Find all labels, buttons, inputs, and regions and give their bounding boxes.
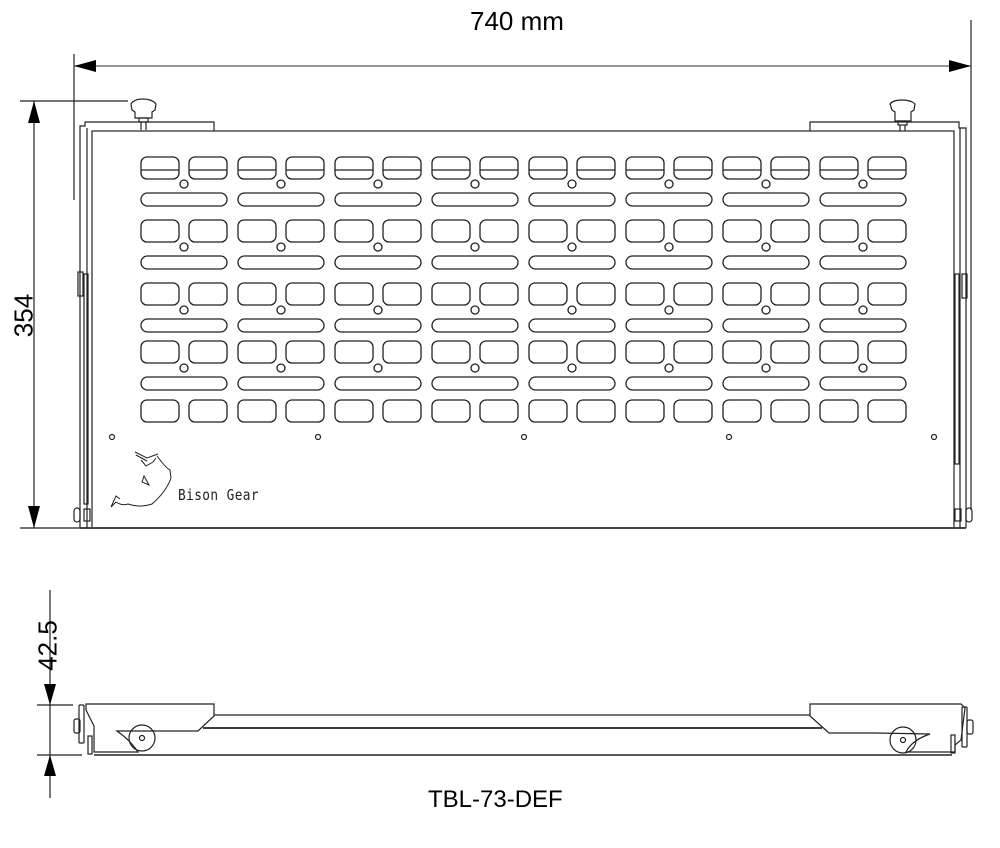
thickness-dimension-label: 42.5	[32, 620, 63, 671]
side-view	[73, 703, 974, 756]
hinge-right-icon	[889, 726, 917, 754]
front-view	[73, 121, 973, 529]
width-dimension-line	[73, 20, 972, 510]
slot-grid	[140, 156, 907, 423]
width-dimension-label: 740 mm	[470, 6, 564, 36]
knob-right-icon	[889, 99, 916, 131]
height-dimension-line	[20, 100, 128, 529]
thickness-dimension-line	[37, 590, 82, 798]
hinge-left-icon	[128, 724, 156, 752]
height-dimension-label: 354	[8, 293, 39, 338]
brand-logo-text: Bison Gear	[178, 486, 260, 504]
part-number-label: TBL-73-DEF	[428, 786, 563, 813]
bison-logo-icon	[110, 451, 172, 508]
mounting-holes	[108, 433, 938, 441]
knob-left-icon	[130, 98, 157, 130]
